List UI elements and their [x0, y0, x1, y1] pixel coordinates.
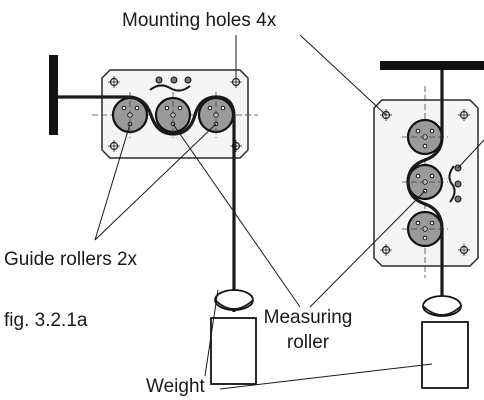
left-guide-roller-1	[111, 92, 149, 138]
right-weight	[421, 295, 469, 389]
right-wire	[406, 70, 444, 315]
left-sensor-assembly	[49, 55, 258, 385]
right-ceiling-mount	[380, 61, 484, 70]
label-mounting-holes: Mounting holes 4x	[122, 10, 277, 31]
label-guide-rollers: Guide rollers 2x	[4, 249, 138, 270]
figure-caption: fig. 3.2.1a	[4, 310, 88, 331]
label-measuring-roller-line2: roller	[287, 332, 330, 353]
right-sensor-assembly	[373, 61, 484, 389]
label-weight: Weight	[146, 376, 206, 397]
leader-lines	[94, 34, 484, 390]
right-mounting-holes	[380, 109, 470, 256]
left-wire	[58, 95, 236, 312]
left-measuring-spring	[149, 76, 192, 92]
label-measuring-roller-line1: Measuring	[264, 307, 353, 328]
left-wall-mount	[49, 55, 58, 135]
left-guide-roller-2	[197, 92, 235, 138]
left-measuring-roller	[154, 92, 192, 138]
left-weight	[210, 289, 257, 385]
